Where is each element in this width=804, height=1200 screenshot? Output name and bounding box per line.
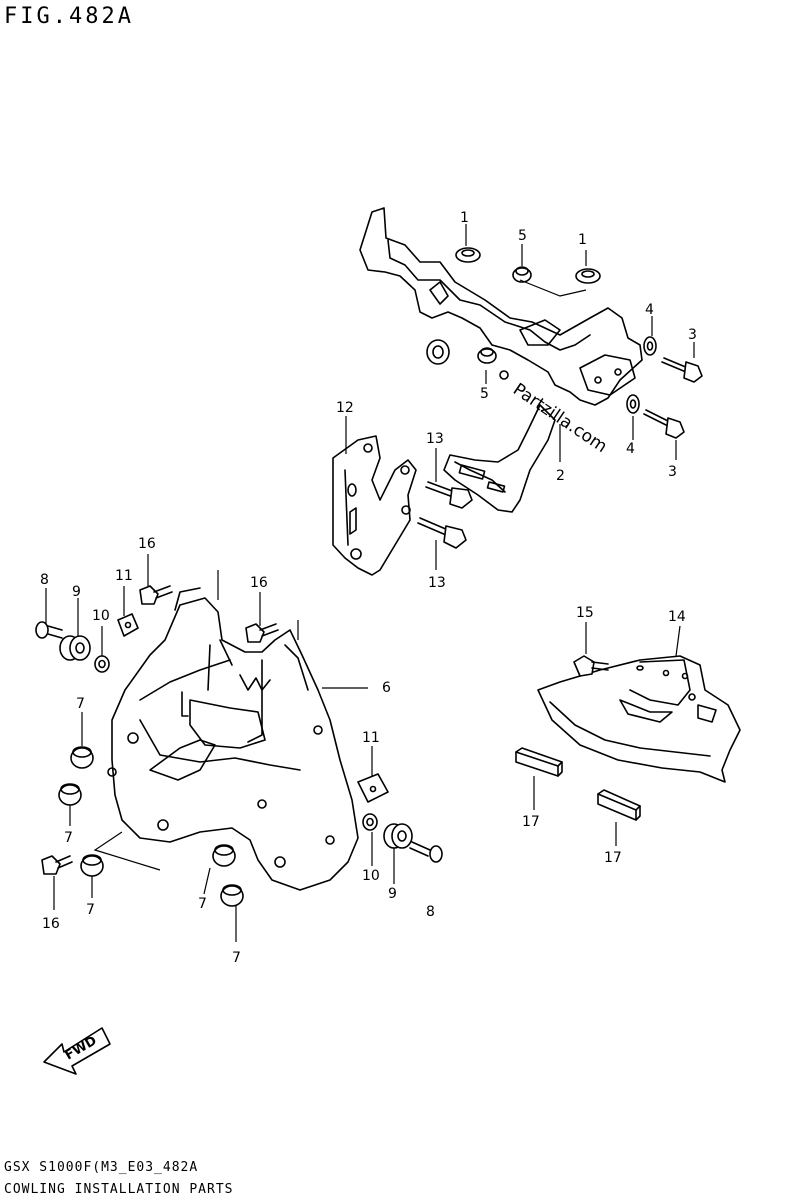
callout-9b: 9 — [388, 886, 397, 902]
lower-bracket-part-6 — [93, 570, 368, 891]
grommet-part-7e — [220, 884, 244, 907]
washer-part-1b — [575, 268, 601, 284]
callout-11a: 11 — [115, 568, 133, 584]
clip-nut-part-11a — [117, 613, 139, 637]
callout-labels: 1 5 1 4 3 5 4 3 2 12 13 13 16 16 8 9 11 … — [40, 210, 697, 966]
callout-13a: 13 — [426, 431, 444, 447]
callout-8b: 8 — [426, 904, 435, 920]
callout-6: 6 — [382, 680, 391, 696]
grommet-part-7c — [80, 854, 104, 877]
callout-1a: 1 — [460, 210, 469, 226]
bolt-part-16b — [245, 623, 279, 643]
bolt-part-15 — [573, 655, 644, 677]
spacer-part-9a — [59, 635, 91, 661]
callout-1b: 1 — [578, 232, 587, 248]
callout-4b: 4 — [626, 441, 635, 457]
bolt-part-16c — [41, 855, 73, 875]
collar-part-5b — [477, 347, 509, 380]
callout-3a: 3 — [688, 327, 697, 343]
bolt-part-3b — [643, 409, 685, 439]
fwd-arrow-icon: FWD — [43, 1027, 111, 1075]
under-cowl-part-14 — [537, 655, 741, 783]
grommet-part-7a — [70, 746, 94, 769]
bolt-part-13b — [417, 517, 467, 549]
washer-part-4a — [643, 336, 657, 356]
callout-4a: 4 — [645, 302, 654, 318]
callout-12: 12 — [336, 400, 354, 416]
callout-17a: 17 — [522, 814, 540, 830]
callout-16b: 16 — [250, 575, 268, 591]
bolt-part-16a — [139, 585, 173, 605]
callout-8a: 8 — [40, 572, 49, 588]
upper-bracket-part-2 — [359, 207, 643, 513]
callout-2: 2 — [556, 468, 565, 484]
washer-part-1a — [455, 247, 481, 263]
collar-part-10b — [362, 813, 378, 831]
collar-part-10a — [94, 655, 110, 673]
callout-16c: 16 — [42, 916, 60, 932]
diagram-caption: COWLING INSTALLATION PARTS — [4, 1182, 234, 1197]
callout-14: 14 — [668, 609, 686, 625]
callout-11b: 11 — [362, 730, 380, 746]
spacer-part-9b — [383, 823, 413, 849]
collar-part-5a — [512, 266, 532, 283]
callout-7b: 7 — [64, 830, 73, 846]
bolt-part-13a — [425, 481, 473, 509]
washer-part-4b — [626, 394, 640, 414]
cushion-part-17b — [597, 789, 641, 821]
callout-10b: 10 — [362, 868, 380, 884]
diagram-code: GSX S1000F(M3_E03_482A — [4, 1160, 199, 1175]
grommet-part-7d — [212, 844, 236, 867]
bolt-part-8b — [409, 841, 443, 863]
callout-10a: 10 — [92, 608, 110, 624]
bolt-part-3a — [661, 357, 703, 383]
callout-3b: 3 — [668, 464, 677, 480]
figure-title: FIG.482A — [4, 4, 134, 29]
leader-lines — [45, 224, 695, 942]
callout-13b: 13 — [428, 575, 446, 591]
callout-7c: 7 — [86, 902, 95, 918]
callout-7d: 7 — [198, 896, 207, 912]
grommet-left — [426, 339, 450, 365]
cushion-part-17a — [515, 747, 563, 777]
grommet-part-7b — [58, 783, 82, 806]
callout-7a: 7 — [76, 696, 85, 712]
callout-5b: 5 — [480, 386, 489, 402]
callout-5a: 5 — [518, 228, 527, 244]
callout-15: 15 — [576, 605, 594, 621]
bracket-part-12 — [332, 435, 417, 576]
bolt-part-8a — [35, 621, 63, 639]
callout-9a: 9 — [72, 584, 81, 600]
callout-17b: 17 — [604, 850, 622, 866]
callout-7e: 7 — [232, 950, 241, 966]
callout-16a: 16 — [138, 536, 156, 552]
clip-nut-part-11b — [357, 773, 389, 803]
